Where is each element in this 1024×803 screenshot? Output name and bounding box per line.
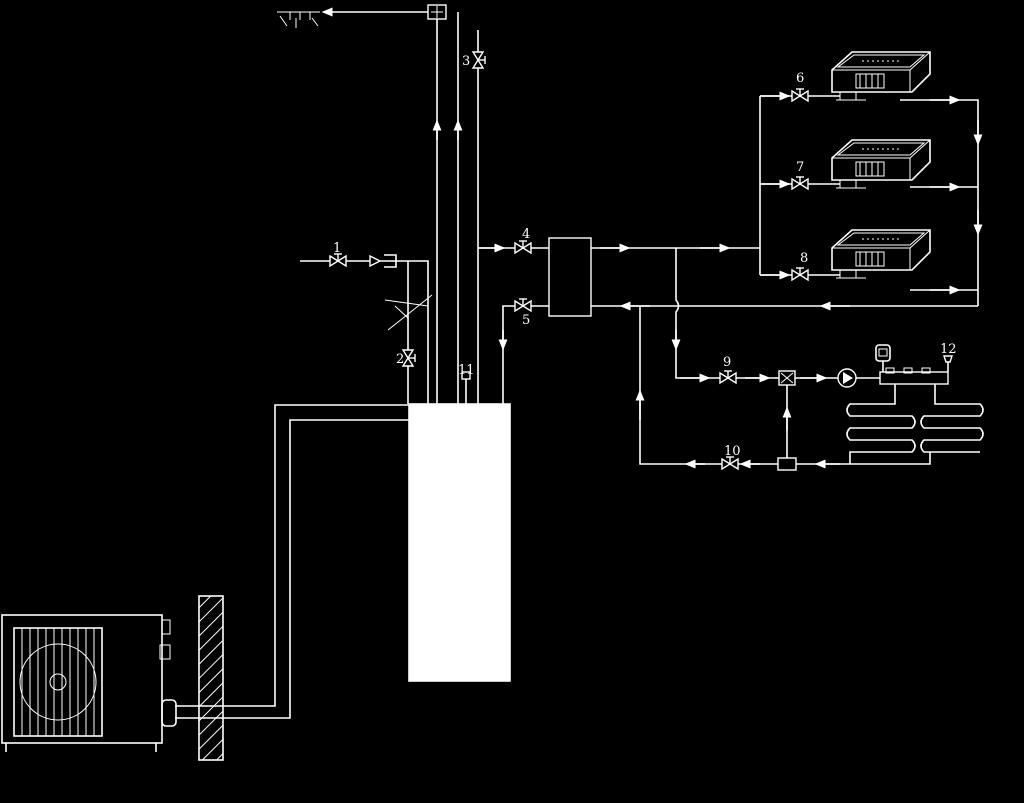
valve-9 (719, 370, 737, 384)
circulation-pump (837, 368, 857, 388)
fan-coil-unit-1 (831, 51, 931, 101)
label-12: 12 (940, 342, 957, 357)
floor-manifold (856, 344, 953, 385)
label-6: 6 (796, 71, 804, 86)
outdoor-unit (1, 614, 177, 752)
floor-heating-return (635, 306, 850, 471)
fan-coil-unit-3 (831, 229, 931, 279)
valve-5 (514, 298, 532, 312)
label-7: 7 (796, 160, 804, 175)
label-1: 1 (333, 241, 341, 256)
valve-8 (791, 267, 809, 281)
return-from-exchanger (502, 305, 549, 404)
label-3: 3 (462, 54, 470, 69)
mixing-valve (778, 370, 796, 458)
refrigerant-lines (175, 404, 409, 719)
label-9: 9 (723, 355, 731, 370)
label-4: 4 (522, 227, 530, 242)
valve-3 (472, 51, 486, 69)
water-tank (408, 403, 511, 682)
label-10: 10 (724, 444, 741, 459)
floor-heating-supply (671, 248, 838, 383)
fan-coil-unit-2 (831, 139, 931, 189)
label-5: 5 (522, 313, 530, 328)
sensor-11 (461, 371, 471, 404)
cold-water-inlet (300, 254, 433, 404)
valve-2 (402, 349, 416, 367)
hot-water-outlet (277, 4, 463, 404)
valve-4 (514, 240, 532, 254)
label-11: 11 (458, 363, 475, 378)
floor-heating-coils (846, 384, 984, 465)
label-2: 2 (396, 352, 404, 367)
label-8: 8 (800, 251, 808, 266)
fan-coil-return (591, 95, 983, 311)
heat-exchanger (548, 237, 592, 317)
valve-7 (791, 176, 809, 190)
valve-6 (791, 88, 809, 102)
wall (198, 595, 224, 761)
